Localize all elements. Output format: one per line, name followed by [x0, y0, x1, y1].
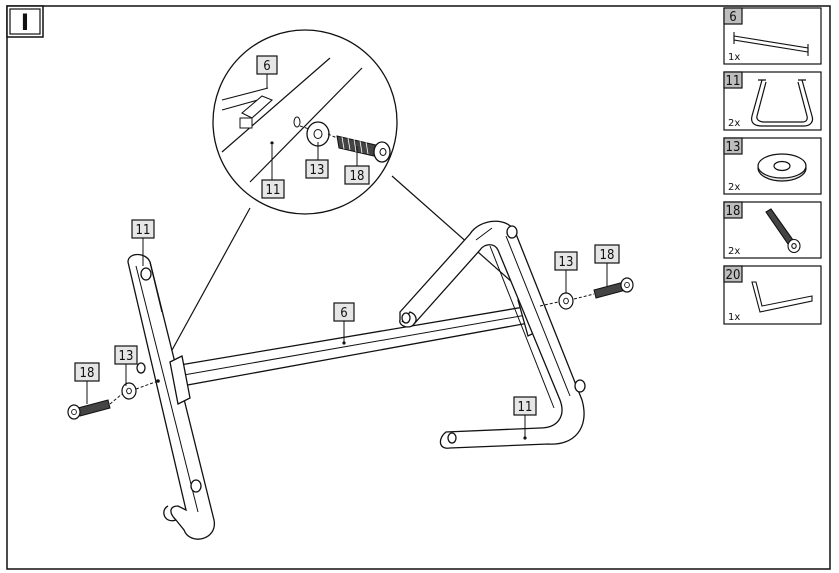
- svg-text:18: 18: [350, 169, 365, 184]
- svg-text:1x: 1x: [728, 312, 740, 323]
- part-13-washer-icon: [757, 153, 807, 182]
- parts-item-13: 13 2x: [723, 137, 822, 195]
- callout-left-washer: 13: [114, 345, 138, 365]
- callout-detail-bolt: 18: [344, 165, 370, 185]
- parts-item-11: 11 2x: [723, 71, 822, 131]
- svg-text:11: 11: [726, 74, 741, 89]
- svg-text:18: 18: [600, 248, 615, 263]
- callout-left-bolt: 18: [74, 362, 100, 382]
- step-number: I: [21, 11, 29, 36]
- callout-right-bolt: 18: [594, 244, 620, 264]
- right-washer: [558, 292, 574, 310]
- part-6-crossbar-icon: [733, 32, 809, 56]
- step-label: I: [6, 5, 44, 38]
- part-11-u-frame-icon: [751, 79, 814, 127]
- svg-text:18: 18: [726, 204, 741, 219]
- svg-text:11: 11: [266, 183, 281, 198]
- svg-text:13: 13: [119, 349, 134, 364]
- callout-right-frame: 11: [513, 396, 537, 416]
- svg-text:1x: 1x: [728, 52, 740, 63]
- parts-item-18: 18 2x: [723, 201, 822, 259]
- svg-text:6: 6: [263, 59, 270, 74]
- detail-crossbar-end: [221, 87, 274, 129]
- right-bolt: [593, 277, 634, 299]
- callout-left-frame: 11: [131, 219, 155, 239]
- svg-text:18: 18: [80, 366, 95, 381]
- parts-item-6: 6 1x: [723, 7, 822, 65]
- parts-item-20: 20 1x: [723, 265, 822, 325]
- left-washer: [121, 382, 137, 400]
- part-18-bolt-icon: [765, 208, 801, 254]
- diagram-border: [6, 5, 831, 570]
- svg-text:2x: 2x: [728, 246, 740, 257]
- svg-text:2x: 2x: [728, 118, 740, 129]
- svg-text:13: 13: [559, 255, 574, 270]
- right-frame: [399, 220, 586, 449]
- parts-list: 6 1x 11 2x 13 2x: [723, 7, 822, 325]
- part-20-hex-key-icon: [751, 281, 813, 313]
- left-bolt: [67, 399, 111, 420]
- crossbar: [169, 293, 541, 405]
- callout-detail-washer: 13: [305, 159, 329, 179]
- callout-right-washer: 13: [554, 251, 578, 271]
- callout-crossbar: 6: [333, 302, 355, 322]
- svg-text:13: 13: [726, 140, 741, 155]
- callout-detail-crossbar: 6: [256, 55, 278, 75]
- svg-text:2x: 2x: [728, 182, 740, 193]
- left-frame: [127, 253, 215, 540]
- svg-text:11: 11: [518, 400, 533, 415]
- detail-hole: [293, 116, 301, 128]
- svg-text:11: 11: [136, 223, 151, 238]
- detail-magnifier: 6 11 13 18: [159, 29, 531, 373]
- svg-text:6: 6: [729, 10, 736, 25]
- svg-text:13: 13: [310, 163, 325, 178]
- svg-text:6: 6: [340, 306, 347, 321]
- callout-detail-frame: 11: [261, 179, 285, 199]
- svg-text:20: 20: [726, 268, 741, 283]
